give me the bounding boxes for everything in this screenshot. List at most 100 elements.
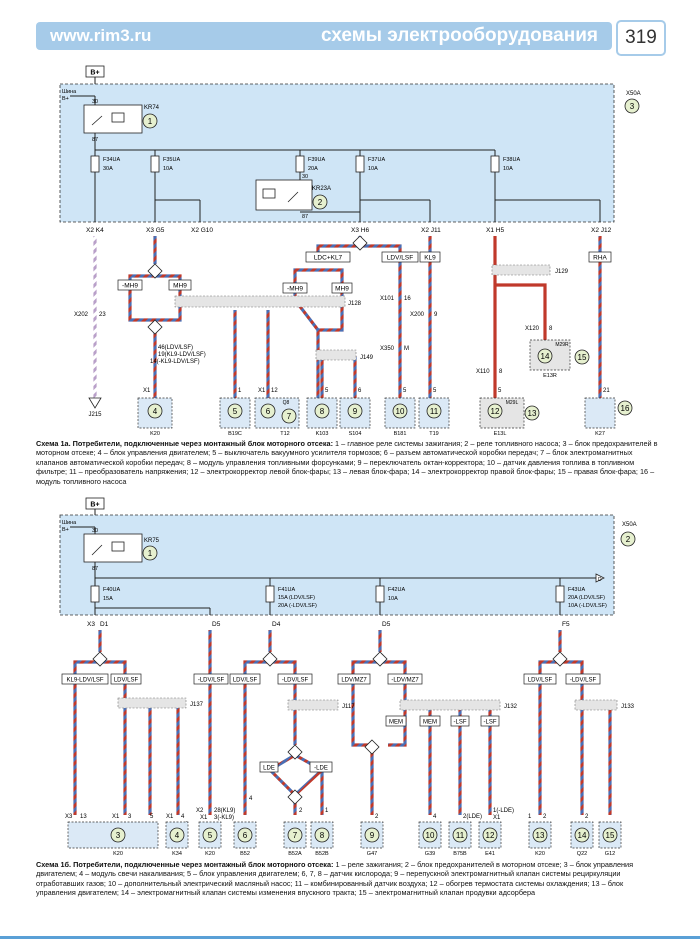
svg-text:16: 16: [621, 404, 630, 413]
relay-kr74: [83, 104, 143, 134]
svg-text:X101: X101: [380, 296, 395, 302]
svg-text:K27: K27: [595, 431, 605, 437]
svg-text:15: 15: [606, 831, 615, 840]
svg-text:B52B: B52B: [315, 851, 329, 857]
svg-text:LDV/LSF: LDV/LSF: [528, 678, 553, 684]
svg-text:10A: 10A: [368, 166, 378, 172]
svg-text:J149: J149: [360, 355, 374, 361]
svg-text:KL9: KL9: [424, 255, 436, 262]
svg-text:F41UA: F41UA: [278, 587, 295, 593]
svg-text:5: 5: [433, 388, 437, 394]
svg-text:LDV/MZ7: LDV/MZ7: [341, 678, 367, 684]
svg-text:X1: X1: [166, 814, 174, 820]
svg-text:K20: K20: [205, 851, 215, 857]
svg-text:X200: X200: [410, 312, 425, 318]
svg-text:5: 5: [498, 388, 502, 394]
continuation-arrow: [595, 573, 605, 583]
svg-text:X202: X202: [74, 312, 89, 318]
svg-text:X50A: X50A: [622, 522, 637, 528]
svg-text:6: 6: [358, 388, 362, 394]
svg-text:B19C: B19C: [228, 431, 242, 437]
svg-text:G39: G39: [425, 851, 435, 857]
svg-text:5: 5: [233, 407, 238, 416]
svg-text:87: 87: [302, 214, 308, 220]
svg-text:K103: K103: [316, 431, 329, 437]
svg-text:LDV/LSF: LDV/LSF: [387, 255, 413, 262]
svg-text:F37UA: F37UA: [368, 157, 385, 163]
ground-label: J215: [88, 412, 102, 418]
svg-text:D4: D4: [272, 621, 281, 628]
svg-text:6: 6: [243, 831, 248, 840]
svg-text:15A (LDV/LSF): 15A (LDV/LSF): [278, 595, 315, 601]
conn-x2-k4: X2 K4: [86, 227, 104, 234]
svg-text:D: D: [598, 577, 602, 583]
svg-text:9: 9: [434, 312, 438, 318]
svg-text:8: 8: [549, 326, 553, 332]
svg-text:2: 2: [299, 808, 303, 814]
svg-text:30: 30: [92, 99, 98, 105]
svg-text:4: 4: [153, 407, 158, 416]
svg-text:20A (-LDV/LSF): 20A (-LDV/LSF): [278, 603, 317, 609]
svg-text:RHA: RHA: [593, 255, 607, 262]
svg-text:7: 7: [287, 412, 292, 421]
svg-text:3(-KL9): 3(-KL9): [214, 815, 234, 821]
svg-text:-LDE: -LDE: [314, 766, 328, 772]
svg-text:10A (-LDV/LSF): 10A (-LDV/LSF): [568, 603, 607, 609]
svg-text:2: 2: [585, 814, 589, 820]
relay-kr23a: [255, 179, 313, 211]
svg-text:Q22: Q22: [577, 851, 587, 857]
svg-text:3: 3: [128, 814, 132, 820]
svg-text:F39UA: F39UA: [308, 157, 325, 163]
svg-text:F43UA: F43UA: [568, 587, 585, 593]
svg-text:21: 21: [603, 388, 610, 394]
bus-label: Шина: [62, 89, 77, 95]
svg-text:-LDV/MZ7: -LDV/MZ7: [391, 678, 419, 684]
svg-text:28(KL9): 28(KL9): [214, 808, 235, 814]
svg-text:E13L: E13L: [494, 431, 507, 437]
svg-text:E41: E41: [485, 851, 495, 857]
svg-text:LDE: LDE: [263, 766, 275, 772]
ground-symbol: [88, 397, 102, 409]
svg-text:2: 2: [318, 198, 323, 207]
box-num: 3: [630, 102, 635, 111]
site-url: www.rim3.ru: [50, 26, 152, 45]
svg-text:4: 4: [175, 831, 180, 840]
caption-2-title: Схема 1б. Потребители, подключенные чере…: [36, 860, 334, 869]
page-header: www.rim3.ru схемы электрооборудования: [36, 22, 612, 50]
svg-text:-LSF: -LSF: [483, 720, 496, 726]
svg-text:4: 4: [181, 814, 185, 820]
relay1-name: KR74: [144, 105, 160, 111]
svg-text:X120: X120: [525, 326, 540, 332]
svg-text:X3: X3: [87, 621, 95, 628]
svg-text:LDC+KL7: LDC+KL7: [314, 255, 343, 262]
svg-text:MH9: MH9: [335, 286, 349, 293]
relay2-name: KR23A: [312, 186, 331, 192]
svg-text:J133: J133: [621, 704, 635, 710]
svg-text:11: 11: [430, 407, 439, 416]
svg-text:Q8: Q8: [283, 400, 290, 406]
svg-text:J129: J129: [555, 269, 569, 275]
svg-text:M29L: M29L: [506, 400, 519, 406]
svg-text:J132: J132: [504, 704, 518, 710]
svg-text:13: 13: [528, 409, 537, 418]
svg-text:9: 9: [370, 831, 375, 840]
svg-text:G12: G12: [605, 851, 615, 857]
svg-text:16: 16: [404, 296, 411, 302]
svg-text:5: 5: [325, 388, 329, 394]
relay-kr75: [83, 533, 143, 563]
svg-text:15: 15: [578, 353, 587, 362]
svg-text:46(LDV/LSF): 46(LDV/LSF): [158, 345, 193, 351]
svg-text:B52A: B52A: [288, 851, 302, 857]
svg-text:23: 23: [99, 312, 106, 318]
svg-text:-LDV/LSF: -LDV/LSF: [282, 678, 309, 684]
caption-2-text: 1 – реле зажигания; 2 – блок предохранит…: [36, 860, 634, 898]
svg-text:10A: 10A: [388, 596, 398, 602]
svg-text:2: 2: [626, 535, 631, 544]
page-number: 319: [625, 27, 657, 48]
svg-text:MH9: MH9: [173, 283, 187, 290]
svg-text:15A: 15A: [103, 596, 113, 602]
conn-x3-g5: X3 G5: [146, 227, 165, 234]
svg-text:K20: K20: [113, 851, 123, 857]
svg-text:6: 6: [266, 407, 271, 416]
svg-text:LDV/LSF: LDV/LSF: [114, 678, 139, 684]
